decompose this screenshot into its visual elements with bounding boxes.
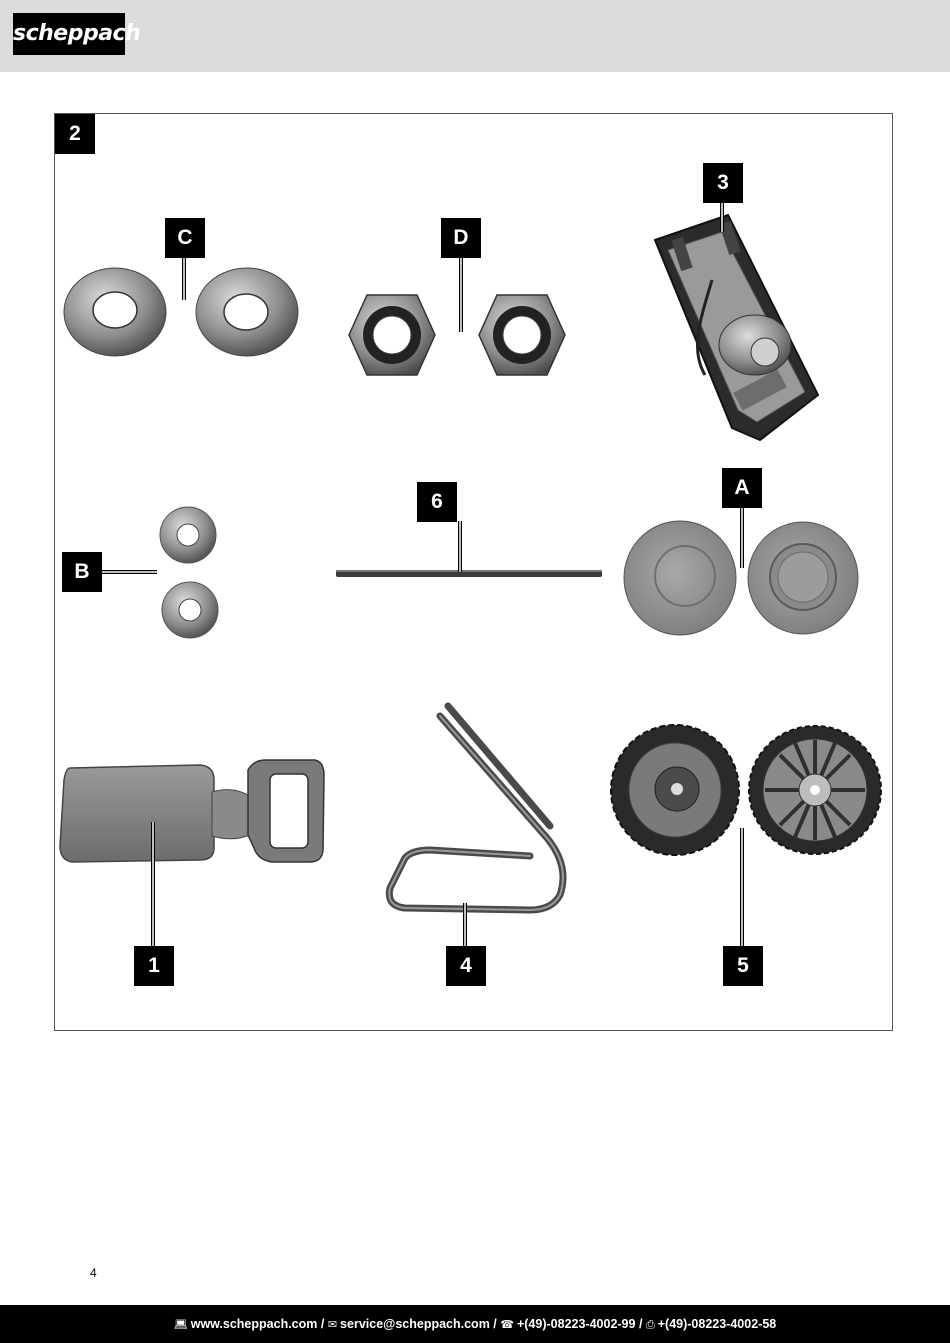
part-label-4: 4 (446, 946, 486, 986)
part-label-d: D (441, 218, 481, 258)
part-label-5: 5 (723, 946, 763, 986)
footer-separator: / (320, 1317, 325, 1331)
part-label-c: C (165, 218, 205, 258)
part-label-6: 6 (417, 482, 457, 522)
footer-email-link[interactable]: service@scheppach.com (340, 1317, 490, 1331)
washer-large (195, 267, 299, 357)
footer-fax: +(49)-08223-4002-58 (657, 1317, 777, 1331)
washer-large (63, 267, 167, 357)
wheel-inner (748, 725, 882, 855)
lock-nut (348, 294, 436, 376)
fax-icon: ⎙ (645, 1319, 655, 1331)
mail-icon: ✉︎ (327, 1319, 338, 1331)
footer-phone: +(49)-08223-4002-99 (516, 1317, 636, 1331)
washer-small (159, 506, 217, 564)
figure-frame (54, 113, 893, 1031)
part-label-1: 1 (134, 946, 174, 986)
phone-icon: ☎︎ (500, 1319, 514, 1331)
page-number: 4 (90, 1266, 97, 1280)
footer-separator: / (493, 1317, 497, 1331)
part-label-b: B (62, 552, 102, 592)
figure-number-label: 2 (55, 114, 95, 154)
brand-logo: scheppach (13, 13, 141, 55)
axle-rod (336, 570, 602, 577)
footer-website-link[interactable]: www.scheppach.com (190, 1317, 318, 1331)
lock-nut (478, 294, 566, 376)
part-label-a: A (722, 468, 762, 508)
washer-small (161, 581, 219, 639)
computer-icon: 💻︎ (173, 1319, 188, 1331)
part-label-3: 3 (703, 163, 743, 203)
grass-box-handle (59, 759, 325, 863)
mower-housing (653, 213, 820, 442)
footer-separator: / (638, 1317, 643, 1331)
footer-bar: 💻︎www.scheppach.com / ✉︎service@scheppac… (0, 1305, 950, 1343)
tube-frame (385, 702, 567, 914)
hub-cap (623, 520, 737, 636)
hub-cap (747, 521, 859, 635)
header-bar: scheppach (0, 0, 950, 72)
wheel-outer (610, 724, 740, 856)
